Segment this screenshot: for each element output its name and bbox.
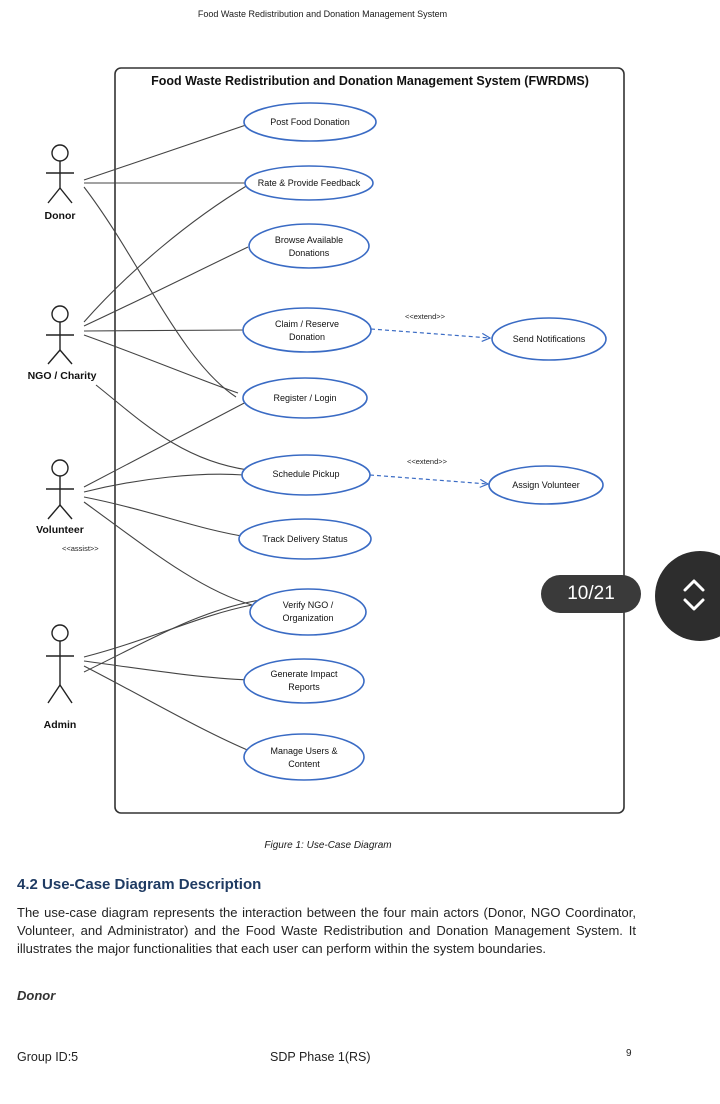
actor-label-admin: Admin <box>43 719 77 731</box>
use-case-verify-ngo: Verify NGO / Organization <box>282 600 334 623</box>
section-heading: 4.2 Use-Case Diagram Description <box>17 876 262 893</box>
footer-page-number: 9 <box>626 1048 632 1059</box>
use-case-schedule-pickup: Schedule Pickup <box>272 469 340 479</box>
actor-label-ngo: NGO / Charity <box>27 370 97 382</box>
use-case-impact-reports: Generate Impact Reports <box>270 669 338 692</box>
extend-arrow-2 <box>369 474 488 484</box>
actor-volunteer-figure <box>46 459 74 520</box>
use-case-claim-reserve: Claim / Reserve Donation <box>274 319 339 342</box>
use-case-diagram <box>46 67 625 814</box>
association-lines <box>83 124 261 753</box>
stereotype-extend-1: <<extend>> <box>405 312 446 321</box>
figure-caption: Figure 1: Use-Case Diagram <box>264 840 392 851</box>
use-case-ellipses <box>238 102 607 781</box>
system-boundary-title: Food Waste Redistribution and Donation M… <box>151 74 589 88</box>
stereotype-assist: <<assist>> <box>62 544 99 553</box>
running-header: Food Waste Redistribution and Donation M… <box>197 9 448 19</box>
stereotype-extend-2: <<extend>> <box>407 457 448 466</box>
footer-phase: SDP Phase 1(RS) <box>270 1050 371 1064</box>
actor-donor-figure <box>46 144 74 204</box>
use-case-browse-donations: Browse Available Donations <box>274 235 344 258</box>
page-indicator: 10/21 <box>541 575 641 613</box>
use-case-track-delivery: Track Delivery Status <box>262 534 348 544</box>
use-case-assign-volunteer: Assign Volunteer <box>512 480 580 490</box>
use-case-manage-users: Manage Users & Content <box>270 746 338 769</box>
use-case-post-food-donation: Post Food Donation <box>270 117 350 127</box>
use-case-rate-feedback: Rate & Provide Feedback <box>257 178 361 188</box>
page-nav-button[interactable] <box>655 551 720 641</box>
chevron-up-down-icon <box>683 579 705 611</box>
actor-admin-figure <box>46 624 74 704</box>
actor-ngo-figure <box>46 305 74 365</box>
donor-subheading: Donor <box>17 988 56 1003</box>
use-case-register-login: Register / Login <box>273 393 337 403</box>
actor-label-volunteer: Volunteer <box>36 524 84 536</box>
actor-label-donor: Donor <box>44 210 76 222</box>
footer-group-id: Group ID:5 <box>17 1050 79 1064</box>
extend-arrow-1 <box>370 328 490 338</box>
description-paragraph: The use-case diagram represents the inte… <box>17 905 636 956</box>
use-case-send-notifications: Send Notifications <box>512 334 586 344</box>
system-boundary <box>114 67 625 814</box>
